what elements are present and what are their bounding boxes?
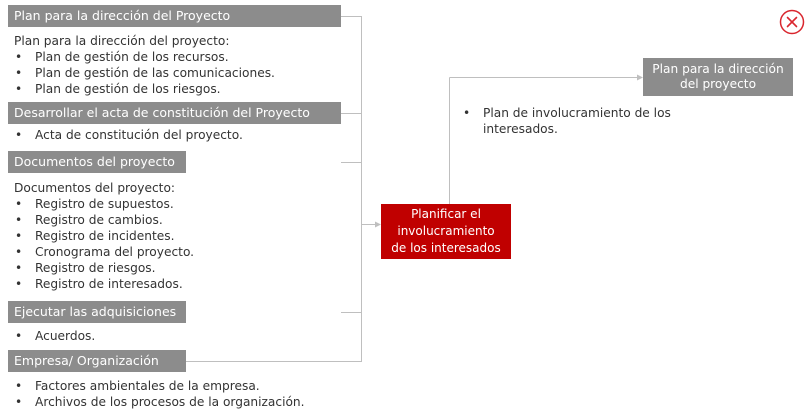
list-item: • Factores ambientales de la empresa.	[13, 378, 305, 394]
list-item: • Plan de gestión de las comunicaciones.	[13, 65, 275, 81]
input-header-acta-constitucion: Desarrollar el acta de constitución del …	[8, 102, 341, 124]
list-item: • Plan de involucramiento de los	[461, 105, 671, 121]
input-header-empresa-organizacion: Empresa/ Organización	[8, 350, 186, 372]
list-item-text: Archivos de los procesos de la organizac…	[35, 395, 305, 410]
input-header-plan-direccion: Plan para la dirección del Proyecto	[8, 5, 341, 27]
output-list: • Plan de involucramiento de los interesa…	[461, 105, 671, 137]
bullet: •	[15, 128, 23, 142]
list-item: interesados.	[461, 121, 671, 137]
bullet: •	[15, 395, 23, 410]
list-item-text: Registro de cambios.	[35, 213, 163, 228]
output-label-line: Plan para la dirección	[652, 62, 784, 76]
input-list-acta-constitucion: • Acta de constitución del proyecto.	[13, 127, 243, 143]
close-icon	[779, 9, 805, 35]
list-item: • Plan de gestión de los recursos.	[13, 49, 275, 65]
list-item-text: interesados.	[483, 122, 558, 137]
process-label-line: involucramiento	[397, 224, 495, 238]
list-item-text: Plan de gestión de los riesgos.	[35, 82, 221, 97]
list-item: • Registro de cambios.	[13, 212, 194, 228]
list-item-text: Cronograma del proyecto.	[35, 245, 195, 260]
input-list-empresa-organizacion: • Factores ambientales de la empresa. • Ar…	[13, 378, 305, 410]
bullet: •	[15, 245, 23, 260]
bullet: •	[15, 82, 23, 97]
process-box-planificar-involucramiento: Planificar el involucramiento de los int…	[381, 204, 511, 259]
list-item: • Registro de riesgos.	[13, 260, 194, 276]
input-list-ejecutar-adquisiciones: • Acuerdos.	[13, 328, 95, 344]
list-item-text: Registro de interesados.	[35, 277, 183, 292]
list-item: • Registro de incidentes.	[13, 228, 194, 244]
list-item-text: Factores ambientales de la empresa.	[35, 379, 260, 393]
list-item-text: Registro de incidentes.	[35, 229, 175, 244]
bullet: •	[15, 379, 23, 393]
list-item: • Registro de supuestos.	[13, 196, 194, 212]
bullet: •	[15, 50, 23, 64]
input-list-plan-direccion: • Plan de gestión de los recursos. • Plan …	[13, 49, 275, 97]
list-item-text: Acuerdos.	[35, 329, 96, 343]
process-label: Planificar el involucramiento de los int…	[391, 206, 500, 257]
list-item: • Cronograma del proyecto.	[13, 244, 194, 260]
close-button[interactable]	[779, 9, 805, 35]
list-item: • Archivos de los procesos de la organiza…	[13, 394, 305, 410]
output-label: Plan para la dirección del proyecto	[652, 62, 783, 92]
bullet: •	[15, 229, 23, 244]
bullet: •	[15, 66, 23, 81]
list-item-text: Plan de gestión de las comunicaciones.	[35, 66, 275, 81]
input-subtitle-documentos-proyecto: Documentos del proyecto:	[14, 181, 176, 195]
input-subtitle-plan-direccion: Plan para la dirección del proyecto:	[14, 34, 230, 48]
list-item-text: Plan de gestión de los recursos.	[35, 50, 229, 64]
input-list-documentos-proyecto: • Registro de supuestos. • Registro de cam…	[13, 196, 194, 293]
process-label-line: de los interesados	[391, 241, 501, 255]
process-label-line: Planificar el	[411, 207, 481, 221]
list-item-text: Plan de involucramiento de los	[483, 106, 671, 120]
list-item: • Plan de gestión de los riesgos.	[13, 81, 275, 97]
list-item-text: Registro de supuestos.	[35, 197, 174, 211]
output-box-plan-direccion: Plan para la dirección del proyecto	[643, 58, 793, 96]
input-header-ejecutar-adquisiciones: Ejecutar las adquisiciones	[8, 301, 186, 323]
bullet: •	[463, 106, 471, 120]
list-item: • Acta de constitución del proyecto.	[13, 127, 243, 143]
bullet: •	[15, 277, 23, 292]
bullet: •	[15, 261, 23, 276]
input-header-documentos-proyecto: Documentos del proyecto	[8, 151, 186, 173]
bullet: •	[15, 213, 23, 228]
output-label-line: del proyecto	[679, 77, 757, 91]
list-item-text: Registro de riesgos.	[35, 261, 156, 276]
list-item: • Acuerdos.	[13, 328, 95, 344]
bullet: •	[15, 329, 23, 343]
list-item-text: Acta de constitución del proyecto.	[35, 128, 243, 142]
list-item: • Registro de interesados.	[13, 276, 194, 292]
bullet: •	[15, 197, 23, 211]
